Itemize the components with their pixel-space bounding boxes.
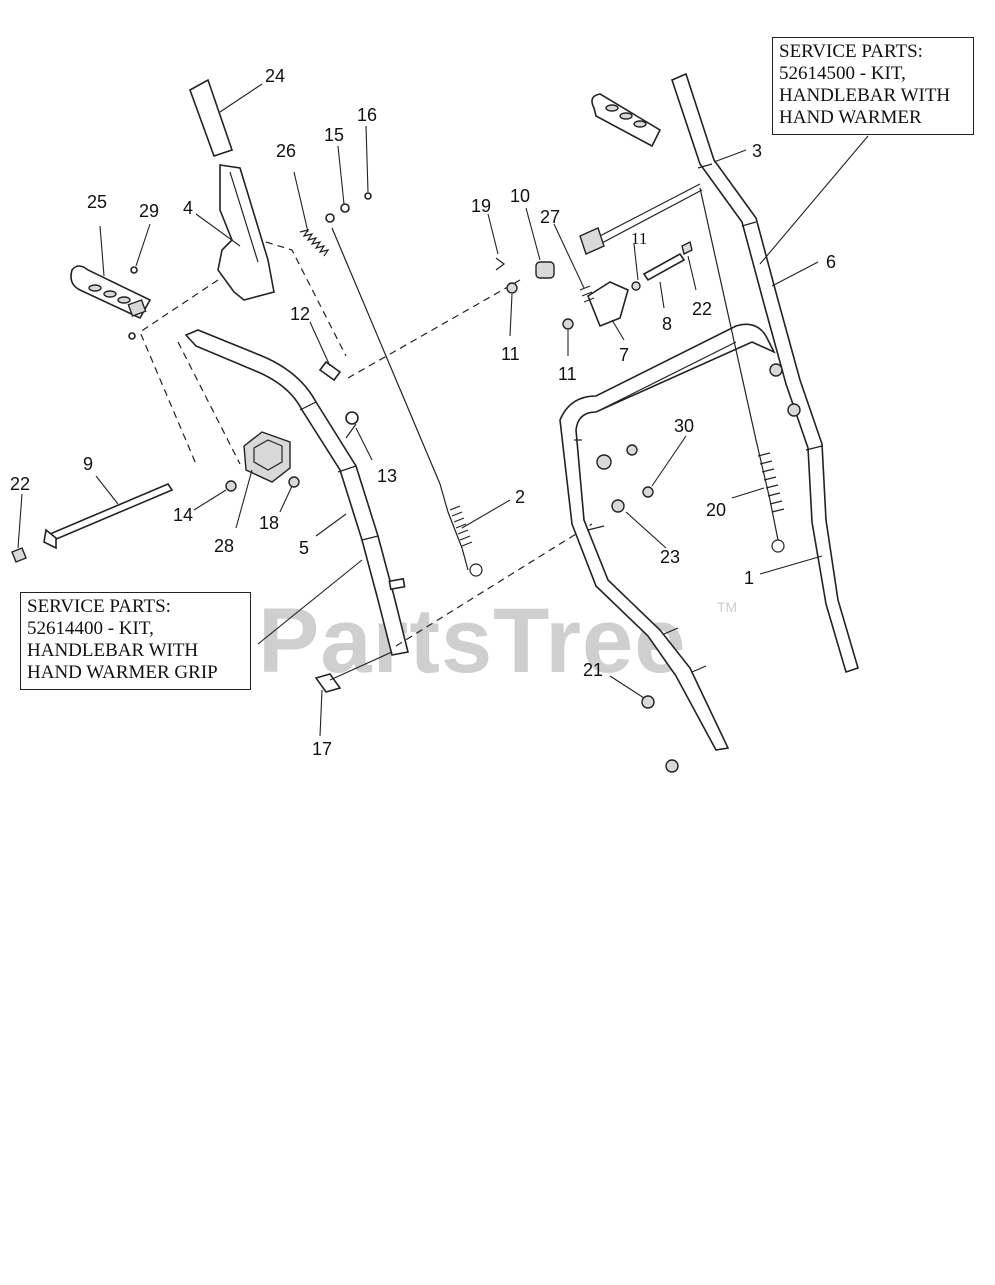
clip-19: [495, 257, 505, 271]
label-23: 23: [660, 547, 680, 567]
label-16: 16: [357, 105, 377, 125]
label-7: 7: [619, 345, 629, 365]
label-11-middle: 11: [501, 344, 520, 364]
service-parts-callout-right: SERVICE PARTS: 52614500 - KIT, HANDLEBAR…: [772, 37, 974, 135]
nut-14: [225, 480, 237, 492]
callout-line: SERVICE PARTS:: [779, 41, 923, 62]
label-9: 9: [83, 454, 93, 474]
control-cable-2: [331, 227, 483, 577]
label-25: 25: [87, 192, 107, 212]
callout-line: 52614500 - KIT,: [779, 63, 906, 84]
bracket-7: [587, 281, 629, 328]
label-22-left: 22: [10, 474, 30, 494]
knob-10: [535, 261, 555, 279]
label-4: 4: [183, 198, 193, 218]
part-23: [611, 499, 625, 513]
label-11-lower: 11: [558, 364, 577, 384]
label-20: 20: [706, 500, 726, 520]
warmer-switch: [243, 431, 291, 483]
label-11-upper: 11: [631, 229, 647, 248]
label-5: 5: [299, 538, 309, 558]
label-12: 12: [290, 304, 310, 324]
nut-11a: [506, 282, 518, 294]
long-rod: [43, 483, 174, 550]
label-30: 30: [674, 416, 694, 436]
label-1: 1: [744, 568, 754, 588]
service-parts-callout-left: SERVICE PARTS: 52614400 - KIT, HANDLEBAR…: [20, 592, 251, 690]
nut-30: [642, 486, 654, 498]
label-29: 29: [139, 201, 159, 221]
pin-22-right: [681, 240, 693, 256]
part-12: [318, 360, 342, 382]
label-21: 21: [583, 660, 603, 680]
callout-line: HAND WARMER GRIP: [27, 662, 218, 683]
pin-22-left: [11, 547, 27, 563]
callout-line: HANDLEBAR WITH: [27, 640, 199, 661]
label-13: 13: [377, 466, 397, 486]
watermark-trademark: TM: [717, 599, 737, 615]
knob-27: [579, 227, 605, 255]
warmer-bracket: [217, 164, 275, 301]
leader-lines: [17, 83, 869, 737]
control-cable-20: [699, 187, 785, 553]
label-28: 28: [214, 536, 234, 556]
bolt-17: [314, 673, 342, 693]
callout-line: HANDLEBAR WITH: [779, 85, 951, 106]
spring-26: [299, 229, 330, 257]
nut-11b: [562, 318, 574, 330]
part-labels: 1 2 3 4 5 6 7 8 9 10 11 11 11 12 13 14 1…: [10, 66, 836, 759]
label-2: 2: [515, 487, 525, 507]
label-10: 10: [510, 186, 530, 206]
handle-cap: [189, 78, 234, 158]
bolt-13: [345, 411, 359, 425]
label-19: 19: [471, 196, 491, 216]
label-14: 14: [173, 505, 193, 525]
label-22-right: 22: [692, 299, 712, 319]
label-15: 15: [324, 125, 344, 145]
left-grip: [70, 265, 152, 320]
label-18: 18: [259, 513, 279, 533]
label-24: 24: [265, 66, 285, 86]
label-8: 8: [662, 314, 672, 334]
label-6: 6: [826, 252, 836, 272]
left-handlebar: [184, 329, 409, 656]
nut-18: [288, 476, 300, 488]
washer-15: [325, 213, 335, 223]
label-26: 26: [276, 141, 296, 161]
clip-16: [364, 192, 372, 200]
callout-line: SERVICE PARTS:: [27, 596, 171, 617]
label-27: 27: [540, 207, 560, 227]
pin-8: [642, 252, 686, 282]
label-17: 17: [312, 739, 332, 759]
callout-line: 52614400 - KIT,: [27, 618, 154, 639]
screw-29: [130, 266, 138, 274]
label-3: 3: [752, 141, 762, 161]
bolt-21: [641, 695, 655, 709]
callout-line: HAND WARMER: [779, 107, 922, 128]
right-handlebar: [559, 72, 859, 773]
